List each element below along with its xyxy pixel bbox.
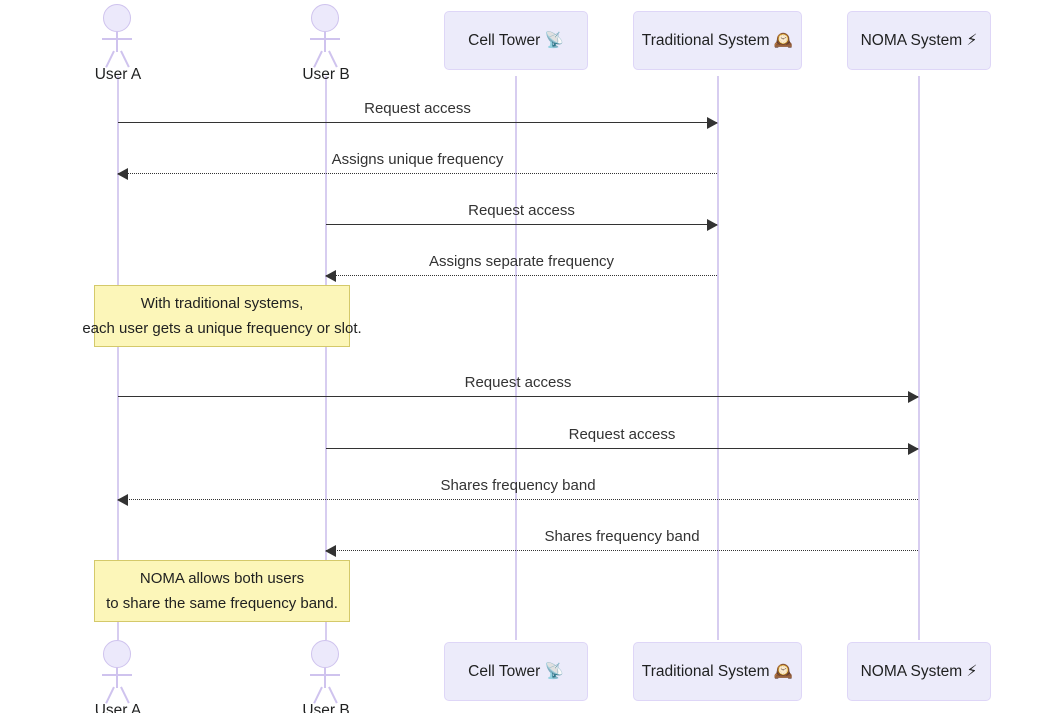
participant-traditional-top[interactable]: Traditional System 🕰️: [633, 11, 802, 70]
actor-user-a-top[interactable]: User A: [88, 2, 148, 83]
message-line: [118, 173, 717, 174]
participant-label-noma-top: NOMA System ⚡: [860, 32, 978, 49]
message-line: [326, 550, 918, 551]
actor-label-user-b-top: User B: [302, 66, 350, 83]
actor-leg-left-icon: [313, 50, 323, 68]
actor-head-icon: [103, 640, 131, 668]
message-label-7: Shares frequency band: [544, 528, 700, 545]
actor-leg-right-icon: [328, 686, 338, 704]
lifeline-traditional: [717, 76, 719, 640]
note-line-2: to share the same frequency band.: [106, 595, 338, 612]
lifeline-noma: [918, 76, 920, 640]
message-line: [326, 275, 717, 276]
message-label-3: Assigns separate frequency: [428, 253, 615, 270]
actor-label-user-b-bottom: User B: [302, 702, 350, 713]
message-line: [326, 448, 918, 449]
lifeline-cell-tower: [515, 76, 517, 640]
message-4[interactable]: Request access: [118, 374, 919, 403]
actor-body-icon: [324, 32, 326, 52]
actor-head-icon: [311, 4, 339, 32]
participant-noma-bottom[interactable]: NOMA System ⚡: [847, 642, 991, 701]
participant-label-cell-tower-bottom: Cell Tower 📡: [468, 663, 564, 680]
actor-body-icon: [116, 668, 118, 688]
actor-body-icon: [324, 668, 326, 688]
message-line: [118, 396, 918, 397]
message-label-4: Request access: [464, 374, 572, 391]
lifeline-user-a: [117, 76, 119, 640]
arrowhead-right-icon: [908, 390, 919, 403]
message-line: [118, 499, 918, 500]
participant-traditional-bottom[interactable]: Traditional System 🕰️: [633, 642, 802, 701]
actor-user-b-top[interactable]: User B: [296, 2, 356, 83]
actor-label-user-a-top: User A: [94, 66, 142, 83]
note-text-0: With traditional systems, each user gets…: [82, 291, 361, 341]
arrowhead-right-icon: [707, 218, 718, 231]
actor-arms-icon: [102, 674, 132, 676]
participant-cell-tower-top[interactable]: Cell Tower 📡: [444, 11, 588, 70]
arrowhead-left-icon: [325, 544, 336, 557]
arrowhead-left-icon: [325, 269, 336, 282]
actor-head-icon: [311, 640, 339, 668]
message-7[interactable]: Shares frequency band: [325, 528, 918, 557]
participant-label-cell-tower-top: Cell Tower 📡: [468, 32, 564, 49]
message-line: [326, 224, 717, 225]
arrowhead-right-icon: [707, 116, 718, 129]
actor-label-user-a-bottom: User A: [94, 702, 142, 713]
actor-arms-icon: [310, 674, 340, 676]
message-label-5: Request access: [568, 426, 676, 443]
note-text-1: NOMA allows both users to share the same…: [106, 566, 338, 616]
arrowhead-left-icon: [117, 493, 128, 506]
arrowhead-right-icon: [908, 442, 919, 455]
message-line: [118, 122, 717, 123]
actor-leg-right-icon: [120, 686, 130, 704]
message-6[interactable]: Shares frequency band: [117, 477, 918, 506]
participant-cell-tower-bottom[interactable]: Cell Tower 📡: [444, 642, 588, 701]
actor-body-icon: [116, 32, 118, 52]
lifeline-user-b: [325, 76, 327, 640]
message-3[interactable]: Assigns separate frequency: [325, 253, 717, 282]
actor-leg-right-icon: [120, 50, 130, 68]
participant-label-noma-bottom: NOMA System ⚡: [860, 663, 978, 680]
note-0: With traditional systems, each user gets…: [82, 285, 362, 347]
message-5[interactable]: Request access: [326, 426, 919, 455]
participant-noma-top[interactable]: NOMA System ⚡: [847, 11, 991, 70]
note-1: NOMA allows both users to share the same…: [94, 560, 350, 622]
note-line-1: With traditional systems,: [140, 295, 304, 312]
actor-leg-left-icon: [105, 50, 115, 68]
actor-arms-icon: [102, 38, 132, 40]
message-2[interactable]: Request access: [326, 202, 718, 231]
participant-label-traditional-top: Traditional System 🕰️: [641, 32, 794, 49]
actor-leg-right-icon: [328, 50, 338, 68]
actor-arms-icon: [310, 38, 340, 40]
actor-leg-left-icon: [313, 686, 323, 704]
actor-user-a-bottom[interactable]: User A: [88, 638, 148, 713]
note-line-2: each user gets a unique frequency or slo…: [82, 320, 362, 337]
actor-leg-left-icon: [105, 686, 115, 704]
message-label-2: Request access: [468, 202, 575, 219]
actor-user-b-bottom[interactable]: User B: [296, 638, 356, 713]
message-label-6: Shares frequency band: [440, 477, 596, 494]
actor-head-icon: [103, 4, 131, 32]
message-label-1: Assigns unique frequency: [331, 151, 504, 168]
message-1[interactable]: Assigns unique frequency: [117, 151, 717, 180]
note-line-1: NOMA allows both users: [139, 570, 305, 587]
message-label-0: Request access: [364, 100, 471, 117]
message-0[interactable]: Request access: [118, 100, 718, 129]
arrowhead-left-icon: [117, 167, 128, 180]
participant-label-traditional-bottom: Traditional System 🕰️: [641, 663, 794, 680]
